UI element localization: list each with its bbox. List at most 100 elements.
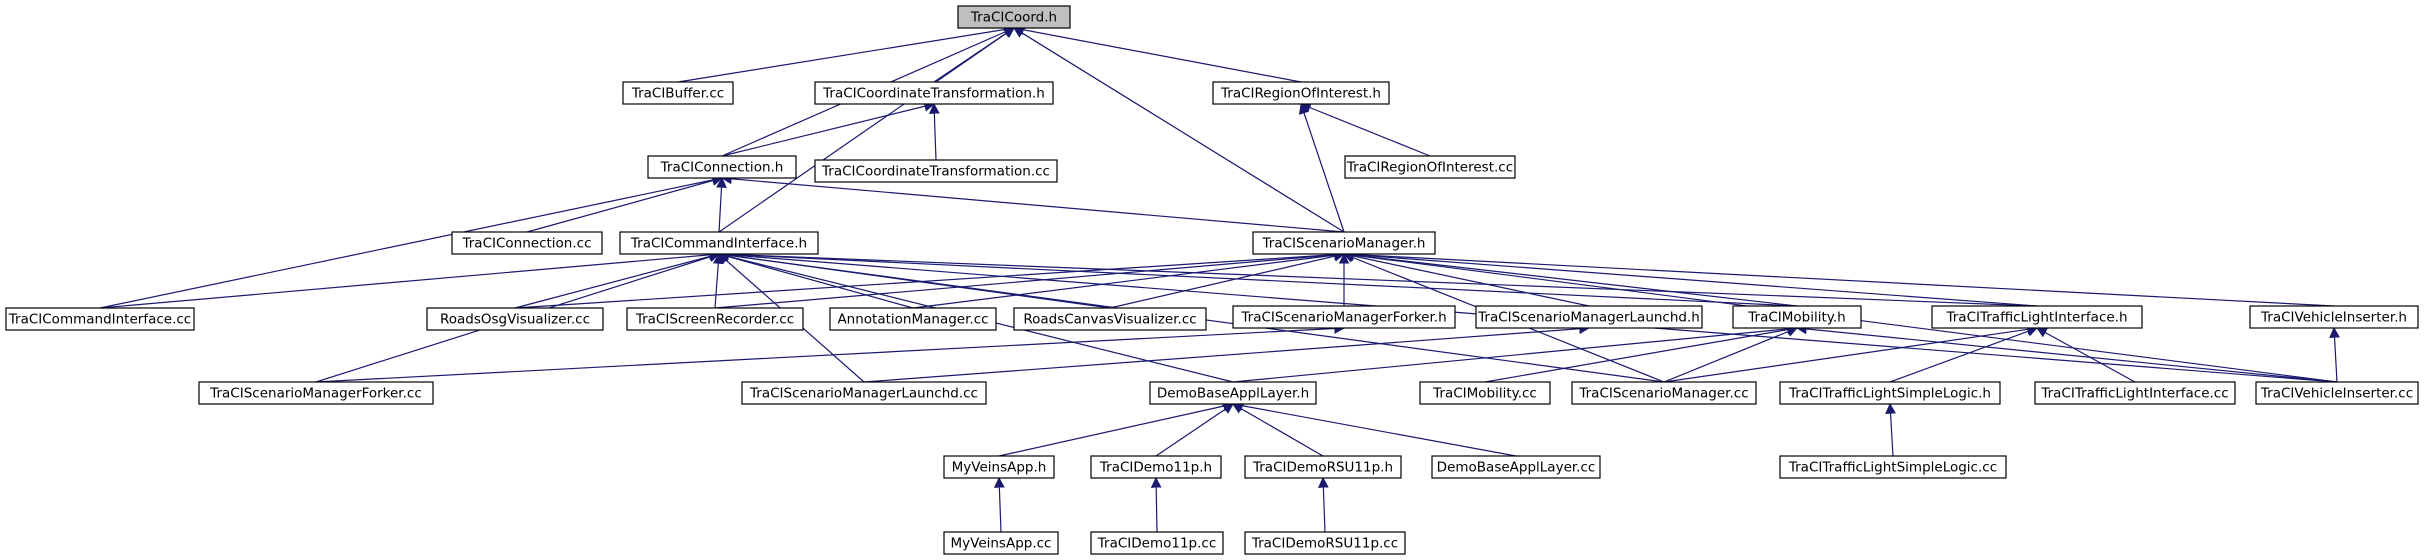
node-label: TraCIDemo11p.cc bbox=[1097, 536, 1217, 552]
edge-scenmgr_cc-to-tli_h bbox=[1663, 324, 2039, 383]
node-box bbox=[2249, 305, 2419, 329]
edge-roadsosg_cc-to-scenmgr_h bbox=[514, 249, 1346, 309]
graph-node-tli-h[interactable]: TraCITrafficLightInterface.h bbox=[1931, 305, 2143, 329]
edge-annot_cc-to-cmdif_h bbox=[717, 251, 914, 309]
node-box bbox=[2034, 381, 2236, 405]
node-box bbox=[1779, 455, 2007, 479]
graph-node-tli-cc[interactable]: TraCITrafficLightInterface.cc bbox=[2034, 381, 2236, 405]
graph-node-tlsimple-h[interactable]: TraCITrafficLightSimpleLogic.h bbox=[1779, 381, 2001, 405]
node-box bbox=[957, 5, 1071, 29]
graph-node-cmdif-h[interactable]: TraCICommandInterface.h bbox=[619, 231, 819, 255]
edge-tlsimple_cc-to-tlsimple_h bbox=[1885, 402, 1896, 457]
node-label: RoadsCanvasVisualizer.cc bbox=[1023, 312, 1196, 328]
edge-tli_h-to-scenmgr_h bbox=[1342, 249, 2038, 307]
graph-node-coord-h[interactable]: TraCICoord.h bbox=[957, 5, 1071, 29]
graph-node-annot-cc[interactable]: AnnotationManager.cc bbox=[829, 307, 997, 331]
node-label: TraCITrafficLightSimpleLogic.cc bbox=[1788, 460, 1997, 476]
node-box bbox=[2255, 381, 2419, 405]
node-box bbox=[626, 307, 804, 331]
graph-node-vehins-cc[interactable]: TraCIVehicleInserter.cc bbox=[2255, 381, 2419, 405]
node-label: TraCITrafficLightInterface.cc bbox=[2040, 386, 2228, 402]
edge-vehins_cc-to-mobility_h bbox=[1795, 323, 2338, 383]
graph-node-demobase-cc[interactable]: DemoBaseApplLayer.cc bbox=[1431, 455, 1601, 479]
node-label: TraCIMobility.cc bbox=[1432, 386, 1537, 402]
graph-node-demorsu-cc[interactable]: TraCIDemoRSU11p.cc bbox=[1244, 531, 1406, 555]
node-box bbox=[829, 307, 997, 331]
edge-buffer_cc-to-coord_h bbox=[677, 24, 1016, 83]
graph-node-roadscanvas-cc[interactable]: RoadsCanvasVisualizer.cc bbox=[1013, 307, 1207, 331]
graph-node-screenrec-cc[interactable]: TraCIScreenRecorder.cc bbox=[626, 307, 804, 331]
graph-node-coordtrans-h[interactable]: TraCICoordinateTransformation.h bbox=[814, 81, 1054, 105]
graph-node-demo11p-cc[interactable]: TraCIDemo11p.cc bbox=[1090, 531, 1224, 555]
graph-node-connection-h[interactable]: TraCIConnection.h bbox=[647, 155, 797, 179]
graph-node-roi-cc[interactable]: TraCIRegionOfInterest.cc bbox=[1344, 155, 1516, 179]
graph-node-cmdif-cc[interactable]: TraCICommandInterface.cc bbox=[5, 307, 195, 331]
node-box bbox=[943, 531, 1059, 555]
graph-node-myveins-cc[interactable]: MyVeinsApp.cc bbox=[943, 531, 1059, 555]
graph-node-scenmgr-h[interactable]: TraCIScenarioManager.h bbox=[1252, 231, 1436, 255]
node-box bbox=[1212, 81, 1390, 105]
graph-node-roi-h[interactable]: TraCIRegionOfInterest.h bbox=[1212, 81, 1390, 105]
node-box bbox=[1090, 455, 1222, 479]
edge-launchd_cc-to-launchd_h bbox=[863, 323, 1591, 383]
edge-screenrec_cc-to-cmdif_h bbox=[712, 252, 724, 309]
node-box bbox=[1232, 305, 1456, 329]
edge-demobase_cc-to-demobase_h bbox=[1231, 400, 1517, 457]
node-label: TraCIRegionOfInterest.cc bbox=[1346, 160, 1513, 176]
node-label: RoadsOsgVisualizer.cc bbox=[440, 312, 590, 328]
node-box bbox=[1732, 305, 1862, 329]
edge-demo11p_cc-to-demo11p_h bbox=[1150, 476, 1162, 533]
graph-node-launchd-cc[interactable]: TraCIScenarioManagerLaunchd.cc bbox=[741, 381, 987, 405]
node-label: TraCIScenarioManager.h bbox=[1262, 236, 1426, 252]
node-label: TraCIMobility.h bbox=[1747, 310, 1845, 326]
node-box bbox=[619, 231, 819, 255]
node-box bbox=[426, 307, 604, 331]
node-label: TraCIDemoRSU11p.cc bbox=[1251, 536, 1398, 552]
graph-node-connection-cc[interactable]: TraCIConnection.cc bbox=[451, 231, 603, 255]
edge-vehins_cc-to-vehins_h bbox=[2329, 326, 2340, 383]
edge-cmdif_cc-to-cmdif_h bbox=[99, 249, 721, 309]
graph-node-coordtrans-cc[interactable]: TraCICoordinateTransformation.cc bbox=[814, 159, 1058, 183]
edge-connection_cc-to-connection_h bbox=[526, 175, 724, 233]
edge-roi_h-to-coord_h bbox=[1012, 24, 1302, 83]
node-label: TraCIRegionOfInterest.h bbox=[1220, 86, 1381, 102]
edge-vehins_h-to-scenmgr_h bbox=[1342, 249, 2335, 307]
node-box bbox=[198, 381, 434, 405]
node-box bbox=[1013, 307, 1207, 331]
graph-node-demobase-h[interactable]: DemoBaseApplLayer.h bbox=[1149, 381, 1317, 405]
graph-node-launchd-h[interactable]: TraCIScenarioManagerLaunchd.h bbox=[1475, 305, 1703, 329]
graph-node-forker-cc[interactable]: TraCIScenarioManagerForker.cc bbox=[198, 381, 434, 405]
node-label: TraCIScenarioManagerLaunchd.h bbox=[1477, 310, 1700, 326]
graph-node-roadsosg-cc[interactable]: RoadsOsgVisualizer.cc bbox=[426, 307, 604, 331]
edge-cmdif_h-to-connection_h bbox=[716, 176, 727, 233]
edge-cmdif_h-to-coord_h bbox=[718, 27, 1015, 233]
node-label: TraCIScenarioManagerLaunchd.cc bbox=[749, 386, 978, 402]
node-label: DemoBaseApplLayer.h bbox=[1157, 386, 1309, 402]
node-label: TraCICoordinateTransformation.cc bbox=[821, 164, 1050, 180]
node-box bbox=[1244, 455, 1402, 479]
edge-roi_cc-to-roi_h bbox=[1299, 102, 1431, 157]
edge-scenmgr_h-to-coord_h bbox=[1013, 27, 1345, 233]
node-box bbox=[943, 455, 1055, 479]
graph-node-demorsu-h[interactable]: TraCIDemoRSU11p.h bbox=[1244, 455, 1402, 479]
graph-node-myveins-h[interactable]: MyVeinsApp.h bbox=[943, 455, 1055, 479]
node-label: TraCIScenarioManager.cc bbox=[1578, 386, 1748, 402]
graph-node-forker-h[interactable]: TraCIScenarioManagerForker.h bbox=[1232, 305, 1456, 329]
graph-node-tlsimple-cc[interactable]: TraCITrafficLightSimpleLogic.cc bbox=[1779, 455, 2007, 479]
graph-node-demo11p-h[interactable]: TraCIDemo11p.h bbox=[1090, 455, 1222, 479]
node-label: TraCIBuffer.cc bbox=[631, 86, 724, 102]
graph-node-buffer-cc[interactable]: TraCIBuffer.cc bbox=[622, 81, 734, 105]
edge-screenrec_cc-to-scenmgr_h bbox=[714, 249, 1346, 309]
edge-mobility_cc-to-mobility_h bbox=[1484, 324, 1799, 383]
graph-node-vehins-h[interactable]: TraCIVehicleInserter.h bbox=[2249, 305, 2419, 329]
node-label: TraCITrafficLightInterface.h bbox=[1945, 310, 2127, 326]
graph-node-mobility-cc[interactable]: TraCIMobility.cc bbox=[1419, 381, 1551, 405]
node-box bbox=[1252, 231, 1436, 255]
node-label: TraCITrafficLightSimpleLogic.h bbox=[1788, 386, 1991, 402]
edge-tlsimple_h-to-tli_h bbox=[1889, 326, 2039, 383]
node-box bbox=[451, 231, 603, 255]
graph-node-mobility-h[interactable]: TraCIMobility.h bbox=[1732, 305, 1862, 329]
graph-node-scenmgr-cc[interactable]: TraCIScenarioManager.cc bbox=[1571, 381, 1757, 405]
edge-scenmgr_h-to-roi_h bbox=[1298, 102, 1345, 233]
